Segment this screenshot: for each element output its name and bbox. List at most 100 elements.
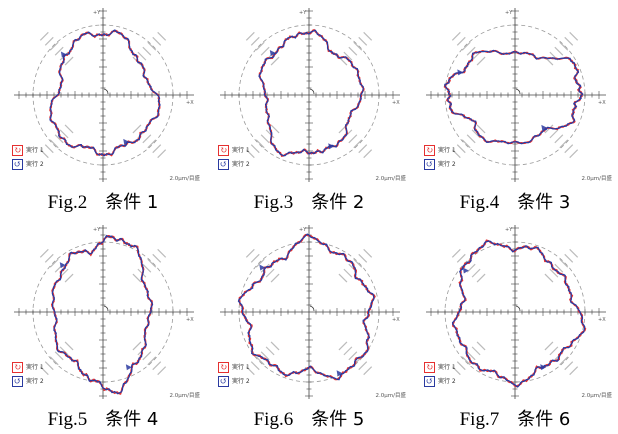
diagonal-tick [358, 361, 368, 371]
diagonal-tick [152, 361, 162, 371]
diagonal-tick [142, 263, 152, 273]
diagonal-tick [260, 351, 270, 361]
rotate-cw-icon: ↻ [12, 145, 23, 156]
diagonal-tick [461, 139, 471, 149]
center-mark [515, 305, 521, 312]
diagonal-tick [255, 356, 265, 366]
rotate-ccw-icon: ↺ [218, 376, 229, 387]
scale-label: 2.0μm/目盛 [581, 393, 612, 399]
legend-item: ↺実行 2 [218, 159, 278, 171]
condition-label: 条件 6 [517, 409, 571, 430]
diagonal-tick [132, 341, 142, 351]
x-axis-label: +X [186, 100, 194, 106]
diagonal-tick [343, 268, 353, 278]
diagonal-tick [250, 144, 260, 154]
diagonal-tick [466, 351, 476, 361]
profile-series-1 [258, 28, 365, 157]
rotate-cw-icon: ↻ [424, 145, 435, 156]
diagonal-tick [152, 144, 162, 154]
legend: ↻実行 1↺実行 2 [12, 145, 72, 185]
scale-label: 2.0μm/目盛 [581, 176, 612, 182]
diagonal-tick [147, 258, 157, 268]
diagonal-tick [270, 273, 280, 283]
diagonal-tick [132, 273, 142, 283]
center-mark [309, 88, 315, 95]
profile-series-2 [51, 234, 154, 395]
diagonal-tick [338, 341, 348, 351]
diagonal-tick [39, 366, 49, 376]
diagonal-tick [549, 129, 559, 139]
diagonal-tick [157, 248, 167, 258]
diagonal-tick [353, 258, 363, 268]
profile-series-2 [444, 49, 584, 145]
legend-label: 実行 1 [232, 364, 250, 371]
figure-number: Fig.5 [47, 409, 88, 430]
figure-number: Fig.6 [253, 409, 294, 430]
diagonal-tick [59, 346, 69, 356]
roundness-plot-panel: +Y+X↻実行 1↺実行 2 2.0μm/目盛 Fig.2 条件 1 [0, 0, 206, 217]
diagonal-tick [476, 124, 486, 134]
diagonal-tick [564, 361, 574, 371]
legend-label: 実行 2 [232, 161, 250, 168]
diagonal-tick [260, 134, 270, 144]
diagonal-tick [476, 341, 486, 351]
diagonal-tick [255, 41, 265, 51]
diagonal-tick [353, 41, 363, 51]
diagonal-tick [54, 134, 64, 144]
diagonal-tick [363, 366, 373, 376]
diagonal-tick [64, 341, 74, 351]
diagonal-tick [363, 149, 373, 159]
diagonal-tick [451, 31, 461, 41]
diagonal-tick [554, 263, 564, 273]
diagonal-tick [544, 124, 554, 134]
profile-spike [259, 264, 266, 271]
diagonal-tick [544, 273, 554, 283]
scale-label: 2.0μm/目盛 [169, 176, 200, 182]
profile-spike [462, 267, 469, 274]
y-axis-label: +Y [93, 227, 101, 233]
profile-spike [328, 143, 335, 150]
figure-number: Fig.3 [253, 192, 294, 213]
rotate-ccw-icon: ↺ [424, 159, 435, 170]
diagonal-tick [471, 346, 481, 356]
diagonal-tick [338, 273, 348, 283]
x-axis-label: +X [392, 317, 400, 323]
diagonal-tick [559, 41, 569, 51]
diagonal-tick [64, 273, 74, 283]
diagonal-tick [471, 268, 481, 278]
diagonal-tick [250, 36, 260, 46]
diagonal-tick [348, 46, 358, 56]
legend-label: 実行 1 [26, 147, 44, 154]
diagonal-tick [49, 41, 59, 51]
profile-spike [269, 50, 276, 57]
diagonal-tick [152, 36, 162, 46]
rotate-ccw-icon: ↺ [218, 159, 229, 170]
diagonal-tick [358, 144, 368, 154]
roundness-plot: +Y+X [426, 225, 606, 399]
rotate-cw-icon: ↻ [424, 362, 435, 373]
diagonal-tick [363, 31, 373, 41]
profile-spike [457, 69, 464, 76]
legend: ↻実行 1↺実行 2 [424, 145, 484, 185]
roundness-plot: +Y+X [14, 8, 194, 182]
condition-label: 条件 1 [105, 192, 159, 213]
profile-spike [540, 364, 547, 371]
diagonal-tick [569, 31, 579, 41]
scale-label: 2.0μm/目盛 [375, 393, 406, 399]
diagonal-tick [147, 356, 157, 366]
figure-number: Fig.2 [47, 192, 88, 213]
diagonal-tick [564, 144, 574, 154]
diagonal-tick [255, 139, 265, 149]
legend-label: 実行 2 [438, 378, 456, 385]
legend-label: 実行 1 [438, 147, 456, 154]
legend-label: 実行 1 [438, 364, 456, 371]
diagonal-tick [559, 258, 569, 268]
diagonal-tick [142, 134, 152, 144]
legend-item: ↻実行 1 [424, 362, 484, 374]
legend-label: 実行 2 [232, 378, 250, 385]
profile-series-2 [451, 240, 586, 388]
profile-series-2 [49, 29, 161, 157]
